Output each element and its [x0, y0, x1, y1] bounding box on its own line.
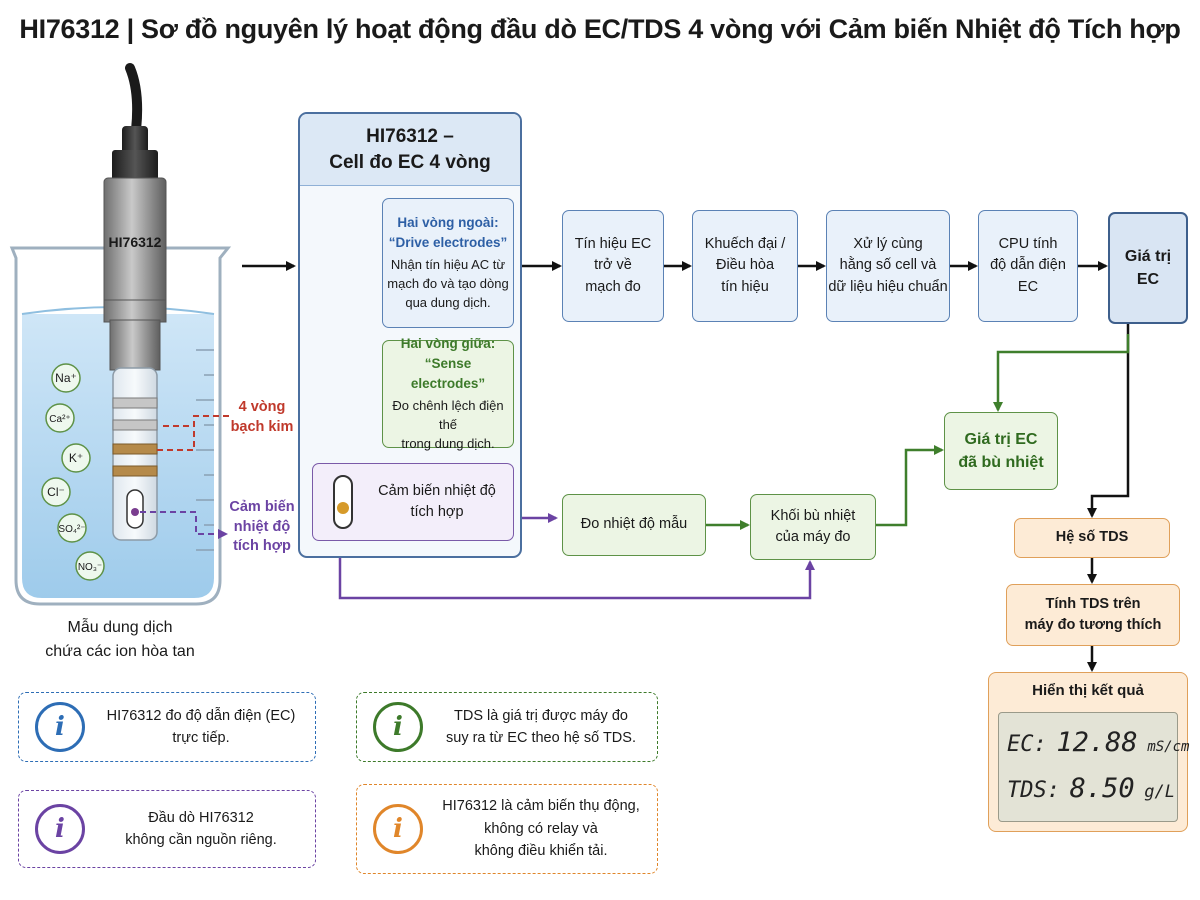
ec-compensated-box: Giá trị EC đã bù nhiệt [944, 412, 1058, 490]
ion-label: K⁺ [69, 451, 83, 465]
info-note-line: HI76312 đo độ dẫn điện (EC) [106, 707, 296, 724]
ec-value-box: Giá trị EC [1108, 212, 1188, 324]
info-note-line: không điều khiển tải. [474, 843, 608, 860]
ion-label: Na⁺ [55, 371, 77, 385]
cell-panel-title: HI76312 – Cell đo EC 4 vòng [300, 114, 520, 186]
info-note: i HI76312 đo độ dẫn điện (EC) trực tiếp. [18, 692, 316, 762]
temp-measure-box: Đo nhiệt độ mẫu [562, 494, 706, 556]
amplifier-box: Khuếch đại / Điều hòa tín hiệu [692, 210, 798, 322]
info-note-line: không cần nguồn riêng. [125, 832, 277, 848]
ion-circle [61, 443, 91, 473]
info-icon: i [35, 702, 85, 752]
signal-return-box: Tín hiệu EC trở về mạch đo [562, 210, 664, 322]
lcd-tds-row: TDS: 8.50 g/L [1007, 773, 1176, 804]
info-note-line: HI76312 là cảm biến thụ động, [442, 798, 640, 815]
info-note-text: TDS là giá trị được máy đo suy ra từ EC t… [435, 705, 657, 750]
info-icon: i [35, 804, 85, 854]
processing-box: Xử lý cùng hằng số cell và dữ liệu hiệu … [826, 210, 950, 322]
main-flow-arrows [242, 261, 1130, 672]
info-note: i HI76312 là cảm biến thụ động, không có r… [356, 784, 658, 874]
green-flow-arrows [706, 334, 1130, 530]
temp-sensor-label: Cảm biến nhiệt độ tích hợp [378, 482, 496, 520]
tds-calc-box: Tính TDS trên máy đo tương thích [1006, 584, 1180, 646]
info-note-text: HI76312 là cảm biến thụ động, không có re… [435, 795, 657, 862]
temp-sensor-icon [333, 475, 353, 529]
tds-coefficient-box: Hệ số TDS [1014, 518, 1170, 558]
lcd-ec-row: EC: 12.88 mS/cm [1007, 727, 1190, 758]
info-note-line: Đầu dò HI76312 [148, 809, 254, 826]
cpu-box: CPU tính độ dẫn điện EC [978, 210, 1078, 322]
rings-callout: 4 vòng bạch kim [230, 399, 294, 435]
ion-label: SO₄²⁻ [58, 524, 85, 535]
info-note-line: trực tiếp. [172, 730, 230, 746]
beaker-caption: Mẫu dung dịch chứa các ion hòa tan [45, 619, 195, 660]
ion-circles: Na⁺ Ca²⁺ K⁺ Cl⁻ SO₄²⁻ NO₃⁻ [41, 363, 105, 581]
ion-circle [51, 363, 81, 393]
info-note-line: TDS là giá trị được máy đo [454, 707, 628, 724]
probe-model-label: HI76312 [108, 234, 162, 250]
ion-circle [75, 551, 105, 581]
info-note: i TDS là giá trị được máy đo suy ra từ EC … [356, 692, 658, 762]
info-icon: i [373, 804, 423, 854]
info-note-text: HI76312 đo độ dẫn điện (EC) trực tiếp. [97, 705, 315, 750]
inner-rings-box: Hai vòng giữa: “Sense electrodes” Đo chê… [382, 336, 514, 451]
probe-body [103, 63, 167, 541]
info-note: i Đầu dò HI76312 không cần nguồn riêng. [18, 790, 316, 868]
temp-sensor-box: Cảm biến nhiệt độ tích hợp [312, 463, 514, 541]
info-note-text: Đầu dò HI76312 không cần nguồn riêng. [97, 807, 315, 852]
ion-circle [45, 403, 75, 433]
info-icon: i [373, 702, 423, 752]
rings-callout-line [157, 415, 230, 451]
ion-label: Cl⁻ [47, 485, 65, 499]
outer-rings-box: Hai vòng ngoài: “Drive electrodes” Nhận … [382, 198, 514, 328]
info-note-line: suy ra từ EC theo hệ số TDS. [446, 730, 636, 746]
display-title: Hiển thị kết quả [1032, 682, 1144, 699]
ion-label: NO₃⁻ [78, 562, 102, 573]
sensor-callout: Cảm biến nhiệt độ tích hợp [229, 499, 295, 555]
lcd-screen: EC: 12.88 mS/cm TDS: 8.50 g/L [998, 712, 1190, 822]
page-title: HI76312 | Sơ đồ nguyên lý hoạt động đầu … [19, 14, 1181, 44]
temp-compensation-box: Khối bù nhiệt của máy đo [750, 494, 876, 560]
sensor-callout-line [140, 511, 228, 539]
purple-flow-arrows [338, 513, 815, 600]
info-note-line: không có relay và [484, 820, 598, 837]
ion-circle [57, 513, 87, 543]
ion-circle [41, 477, 71, 507]
ion-label: Ca²⁺ [49, 414, 70, 425]
